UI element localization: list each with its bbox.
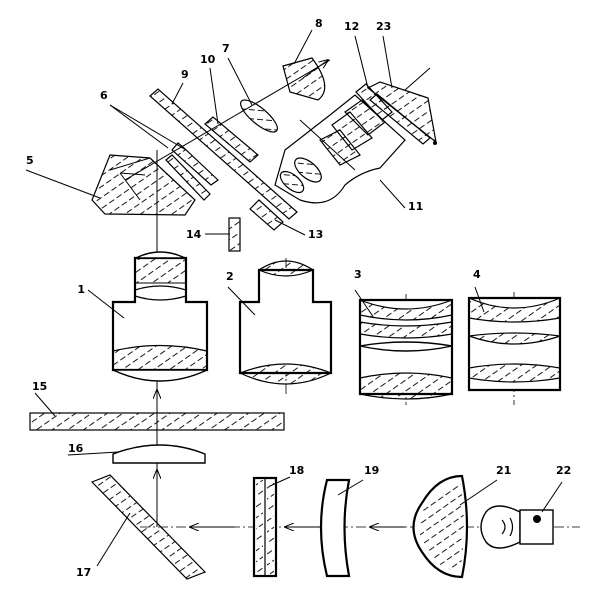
- label-18: 18: [289, 464, 304, 477]
- label-13: 13: [308, 228, 323, 241]
- label-11: 11: [408, 200, 423, 213]
- label-6: 6: [100, 89, 108, 102]
- objective-1: [111, 251, 209, 382]
- lens-8: [282, 57, 328, 101]
- objective-3: [358, 294, 454, 405]
- label-15: 15: [32, 380, 47, 393]
- label-3: 3: [354, 268, 362, 281]
- plate-6b: [165, 154, 211, 201]
- label-22: 22: [556, 464, 571, 477]
- prism-23: [366, 67, 437, 145]
- label-16: 16: [68, 442, 84, 455]
- label-10: 10: [200, 53, 216, 66]
- eyepiece-11: [274, 94, 406, 204]
- label-5: 5: [26, 154, 34, 167]
- objective-2: [238, 258, 333, 395]
- label-9: 9: [181, 68, 189, 81]
- label-2: 2: [226, 270, 234, 283]
- leader-lines: [25, 29, 563, 567]
- label-23: 23: [376, 20, 391, 33]
- label-4: 4: [473, 268, 481, 281]
- label-21: 21: [496, 464, 511, 477]
- plate-9: [149, 88, 298, 220]
- filter-18: [252, 476, 278, 578]
- prism-5: [91, 154, 196, 216]
- lamp-22: [480, 505, 554, 549]
- label-8: 8: [315, 17, 323, 30]
- label-17: 17: [76, 566, 91, 579]
- element-14: [228, 217, 241, 252]
- label-1: 1: [77, 283, 85, 296]
- stage-15: [29, 412, 285, 431]
- plate-13: [249, 199, 284, 231]
- lens-19: [319, 478, 351, 578]
- plate-6a: [171, 142, 219, 186]
- objective-4: [467, 292, 562, 405]
- label-7: 7: [222, 42, 230, 55]
- plate-10: [204, 116, 259, 163]
- lens-16: [112, 444, 206, 464]
- label-14: 14: [186, 228, 202, 241]
- lens-7: [240, 99, 278, 133]
- label-12: 12: [344, 20, 359, 33]
- condenser-21: [412, 474, 469, 579]
- mirror-17: [90, 474, 207, 580]
- label-19: 19: [364, 464, 379, 477]
- assembly-ray: [124, 59, 331, 181]
